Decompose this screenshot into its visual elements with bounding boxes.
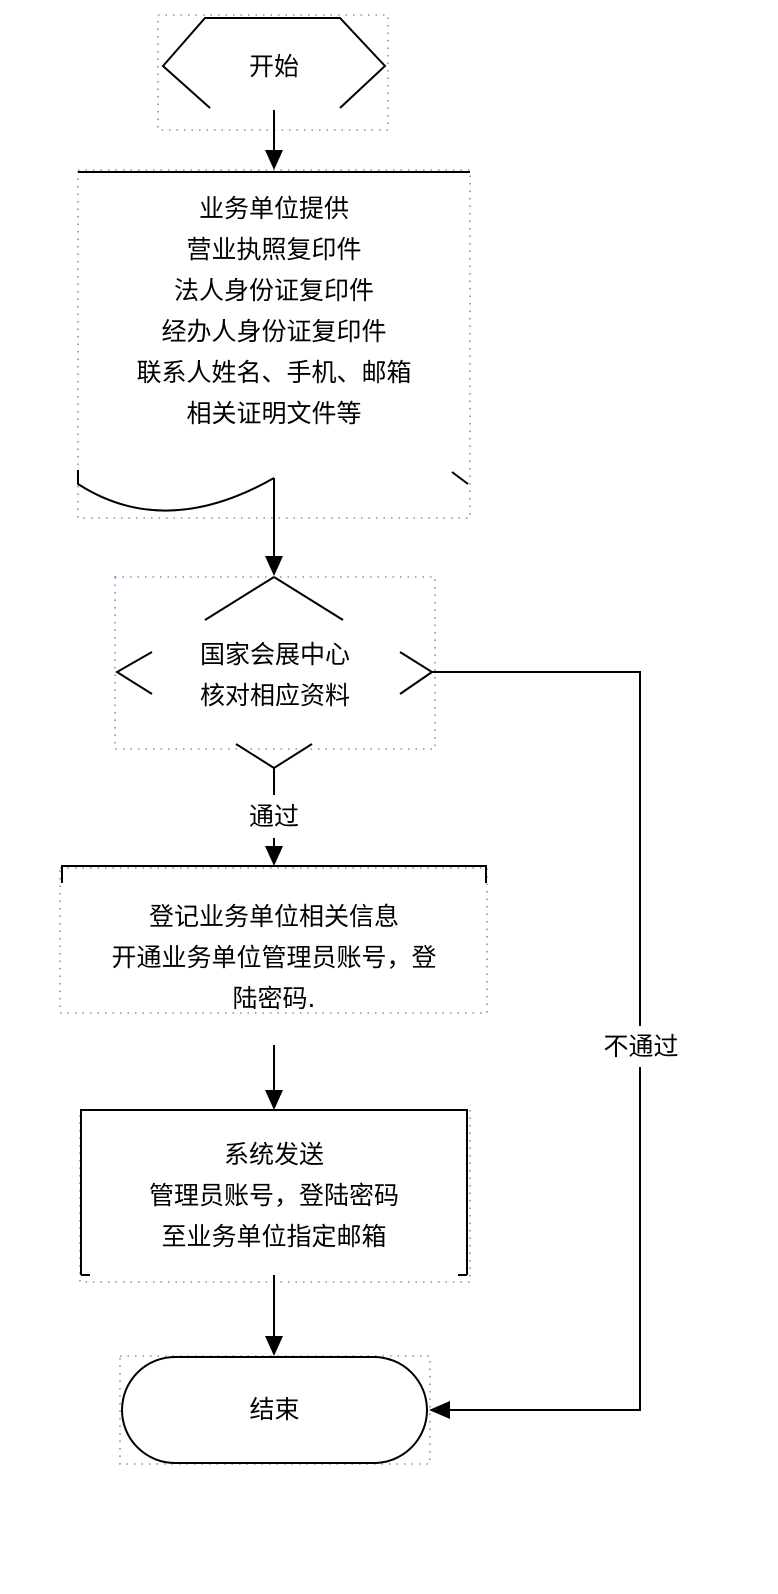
end-node-shape [121,1356,428,1464]
register-line: 陆密码. [232,984,316,1013]
connector-send-to-end [265,1275,283,1356]
submit-node-label: 业务单位提供 营业执照复印件 法人身份证复印件 经办人身份证复印件 联系人姓名、… [78,188,470,434]
submit-node-shape [77,171,470,512]
end-label: 结束 [249,1395,300,1424]
register-node-label: 登记业务单位相关信息 开通业务单位管理员账号，登 陆密码. [62,896,486,1019]
submit-line: 经办人身份证复印件 [161,317,387,346]
send-node-label: 系统发送 管理员账号，登陆密码 至业务单位指定邮箱 [81,1134,467,1257]
send-line: 系统发送 [223,1140,324,1169]
fail-label: 不通过 [603,1032,679,1061]
register-line: 开通业务单位管理员账号，登 [111,943,437,972]
review-line: 核对相应资料 [199,681,350,710]
register-line: 登记业务单位相关信息 [148,902,399,931]
send-line: 管理员账号，登陆密码 [148,1181,399,1210]
edge-fail-label: 不通过 [583,1026,699,1067]
submit-line: 业务单位提供 [198,194,349,223]
connector-review-to-register [265,768,283,866]
submit-line: 法人身份证复印件 [173,276,374,305]
review-selection-outline [114,576,436,750]
send-line: 至业务单位指定邮箱 [161,1222,387,1251]
start-node-shape [161,17,387,109]
connector-submit-to-review [265,478,283,576]
edge-pass-label: 通过 [214,796,334,837]
pass-label: 通过 [248,802,299,831]
start-label: 开始 [248,52,299,81]
start-node-label: 开始 [163,46,385,87]
end-node-label: 结束 [122,1389,427,1430]
submit-line: 营业执照复印件 [186,235,362,264]
submit-line: 联系人姓名、手机、邮箱 [136,358,412,387]
submit-line: 相关证明文件等 [186,399,362,428]
connector-start-to-submit [265,110,283,170]
review-node-label: 国家会展中心 核对相应资料 [150,634,400,716]
register-node-shape [61,865,487,883]
connector-register-to-send [265,1045,283,1110]
review-line: 国家会展中心 [199,640,350,669]
